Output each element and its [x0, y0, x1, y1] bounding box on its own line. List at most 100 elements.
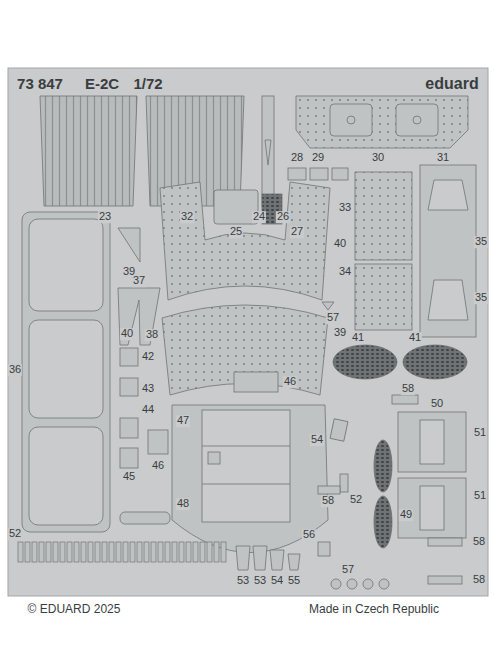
fret-sheet — [8, 68, 488, 596]
grille-49 — [374, 440, 392, 492]
callout-number: 54 — [310, 434, 324, 446]
kit-name: E-2C — [84, 76, 120, 92]
part-42 — [120, 348, 138, 366]
strip — [179, 542, 184, 562]
rivet — [413, 116, 421, 124]
part-43 — [120, 378, 138, 396]
part-54 — [270, 550, 284, 570]
callout-number: 40 — [120, 328, 134, 340]
copyright-note: © EDUARD 2025 — [27, 603, 122, 616]
part-55 — [288, 554, 300, 570]
part-46 — [234, 372, 278, 392]
part-47-inner — [202, 410, 290, 522]
part-57 — [347, 579, 357, 589]
callout-number: 58 — [472, 536, 486, 548]
part-58 — [392, 395, 418, 404]
part-57 — [322, 302, 334, 310]
callout-number: 48 — [176, 498, 190, 510]
callout-number: 43 — [141, 383, 155, 395]
callout-number: 33 — [338, 202, 352, 214]
part-58 — [318, 486, 340, 494]
panel-39-40-lower — [162, 305, 328, 395]
panel-30-inner — [330, 104, 372, 136]
strip — [172, 542, 177, 562]
part-54 — [330, 419, 348, 441]
panel-30-31 — [296, 96, 468, 148]
strip — [39, 542, 44, 562]
strip — [102, 542, 107, 562]
strip — [95, 542, 100, 562]
canopy-36 — [22, 212, 110, 532]
strip — [88, 542, 93, 562]
strip — [109, 542, 114, 562]
callout-number: 36 — [8, 364, 22, 376]
callout-number: 26 — [276, 211, 290, 223]
window — [428, 280, 468, 320]
callout-number: 54 — [270, 575, 284, 587]
part-47 — [172, 405, 328, 553]
strip — [158, 542, 163, 562]
callout-number: 30 — [371, 152, 385, 164]
callout-number: 29 — [311, 152, 325, 164]
panel-33 — [355, 172, 412, 260]
strip — [53, 542, 58, 562]
callout-number: 53 — [236, 575, 250, 587]
callout-number: 44 — [141, 404, 155, 416]
frame-50 — [398, 412, 466, 472]
set-number: 73 847 — [16, 76, 64, 92]
part-52-strips — [18, 542, 226, 562]
window — [29, 219, 103, 311]
callout-number: 55 — [287, 575, 301, 587]
strip — [130, 542, 135, 562]
part-45 — [120, 448, 138, 468]
rivet — [347, 116, 355, 124]
detail — [208, 452, 220, 464]
strip — [32, 542, 37, 562]
callout-number: 57 — [326, 312, 340, 324]
callout-number: 34 — [338, 266, 352, 278]
strip — [200, 542, 205, 562]
fret — [8, 68, 488, 596]
callout-number: 42 — [141, 351, 155, 363]
part-48 — [120, 512, 170, 524]
part-56 — [318, 542, 330, 556]
part-58 — [428, 538, 462, 546]
callout-number: 27 — [290, 226, 304, 238]
callout-number: 35 — [474, 236, 488, 248]
strip — [221, 542, 226, 562]
panel-23 — [40, 96, 137, 206]
part-53 — [236, 546, 250, 570]
strip — [74, 542, 79, 562]
callout-number: 45 — [122, 471, 136, 483]
callout-number: 57 — [341, 564, 355, 576]
panel-31-inner — [396, 104, 438, 136]
strip — [144, 542, 149, 562]
strip — [18, 542, 23, 562]
callout-number: 49 — [399, 509, 413, 521]
fold-line — [202, 484, 290, 485]
strip — [67, 542, 72, 562]
strip — [207, 542, 212, 562]
strip — [186, 542, 191, 562]
callout-number: 39 — [333, 327, 347, 339]
callout-number: 41 — [351, 332, 365, 344]
part-28 — [288, 168, 306, 180]
callout-number: 24 — [252, 211, 266, 223]
callout-number: 38 — [145, 329, 159, 341]
callout-number: 58 — [472, 574, 486, 586]
strip — [151, 542, 156, 562]
callout-number: 25 — [229, 226, 243, 238]
callout-number: 37 — [132, 275, 146, 287]
part-53 — [253, 546, 267, 570]
brand: eduard — [424, 76, 479, 93]
strip — [25, 542, 30, 562]
frame-window — [420, 486, 444, 530]
strip — [46, 542, 51, 562]
panel-34 — [355, 264, 412, 330]
part-46 — [148, 430, 168, 454]
part-44 — [120, 418, 138, 438]
part-57 — [331, 579, 341, 589]
strip — [60, 542, 65, 562]
strip — [123, 542, 128, 562]
part-29b — [332, 168, 348, 180]
